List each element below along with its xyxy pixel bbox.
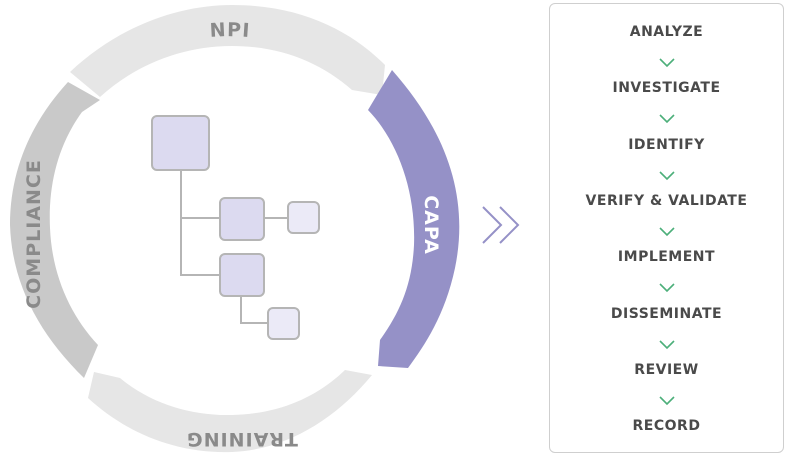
chevron-down-icon [659, 227, 675, 237]
step-item: ANALYZE [550, 24, 783, 40]
step-label: IMPLEMENT [617, 249, 716, 266]
tree-connector [180, 170, 288, 324]
npi-label: NPI [209, 19, 251, 42]
tree-leaf-node [287, 201, 320, 234]
chevron-down-icon [659, 58, 675, 68]
step-item: DISSEMINATE [550, 306, 783, 322]
step-label: VERIFY & VALIDATE [585, 192, 748, 209]
step-item: REVIEW [550, 362, 783, 378]
npi-arc [70, 5, 385, 97]
training-label: TRAINING [186, 428, 298, 450]
chevron-down-icon [659, 114, 675, 124]
step-item: INVESTIGATE [550, 80, 783, 96]
tree-child-node [219, 253, 265, 297]
step-item: IDENTIFY [550, 137, 783, 153]
hierarchy-tree [151, 115, 320, 340]
step-item: VERIFY & VALIDATE [550, 193, 783, 209]
step-item: IMPLEMENT [550, 249, 783, 265]
training-arc [88, 370, 372, 453]
step-label: DISSEMINATE [610, 305, 723, 322]
chevron-down-icon [659, 171, 675, 180]
tree-leaf-node [267, 307, 300, 340]
compliance-label: COMPLIANCE [23, 159, 45, 309]
capa-label: CAPA [420, 195, 442, 255]
step-label: IDENTIFY [628, 136, 705, 153]
chevron-down-icon [659, 396, 675, 405]
capa-steps-list: ANALYZE INVESTIGATE IDENTIFY VERIFY & VALID… [550, 4, 783, 452]
cycle-diagram: NPI CAPA TRAINING COMPLIANCE [10, 5, 460, 453]
compliance-arc [10, 82, 100, 378]
capa-arc [368, 70, 460, 368]
step-label: INVESTIGATE [612, 80, 721, 97]
tree-child-node [219, 197, 265, 241]
step-label: RECORD [632, 418, 701, 435]
step-item: RECORD [550, 418, 783, 434]
capa-steps-panel: ANALYZE INVESTIGATE IDENTIFY VERIFY & VALID… [549, 3, 784, 453]
chevron-down-icon [659, 283, 675, 293]
step-label: REVIEW [634, 361, 699, 378]
tree-root-node [151, 115, 210, 171]
chevron-down-icon [659, 339, 675, 349]
double-chevron-right-icon [482, 206, 520, 244]
step-label: ANALYZE [629, 24, 704, 40]
